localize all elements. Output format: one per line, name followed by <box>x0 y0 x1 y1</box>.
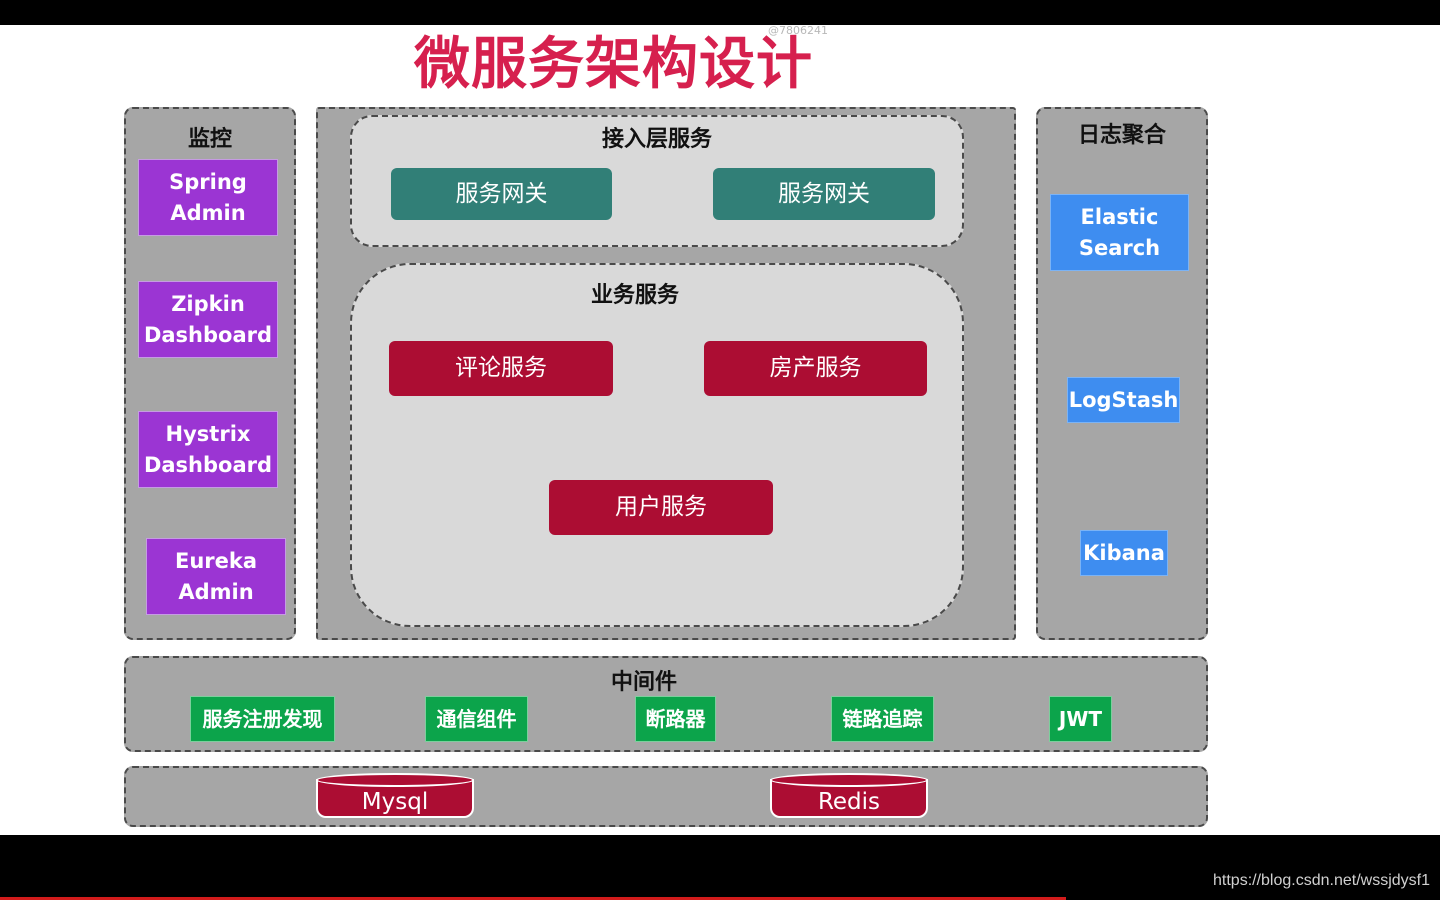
redis-cylinder-top <box>770 773 928 787</box>
watermark-text: @7806241 <box>768 24 828 37</box>
business-panel: 业务服务 <box>350 263 964 627</box>
property-service-box: 房产服务 <box>704 341 927 396</box>
storage-panel <box>124 766 1208 827</box>
service-discovery-box: 服务注册发现 <box>190 696 335 742</box>
zipkin-dashboard-box: Zipkin Dashboard <box>138 281 278 358</box>
page-title: 微服务架构设计 <box>414 32 813 97</box>
business-title: 业务服务 <box>590 283 679 308</box>
monitoring-title: 监控 <box>187 127 232 152</box>
hystrix-dashboard-box: Hystrix Dashboard <box>138 411 278 488</box>
video-progress-bar[interactable] <box>0 897 1066 900</box>
gateway-box-1: 服务网关 <box>391 168 612 220</box>
user-service-box: 用户服务 <box>549 480 773 535</box>
tracing-box: 链路追踪 <box>831 696 934 742</box>
elastic-search-box: Elastic Search <box>1050 194 1189 271</box>
mysql-cylinder-top <box>316 773 474 787</box>
access-layer-title: 接入层服务 <box>601 127 712 152</box>
gateway-box-2: 服务网关 <box>713 168 935 220</box>
spring-admin-box: Spring Admin <box>138 159 278 236</box>
circuit-breaker-box: 断路器 <box>635 696 716 742</box>
jwt-box: JWT <box>1049 696 1112 742</box>
eureka-admin-box: Eureka Admin <box>146 538 286 615</box>
communication-box: 通信组件 <box>425 696 528 742</box>
logging-title: 日志聚合 <box>1077 123 1166 148</box>
source-url: https://blog.csdn.net/wssjdysf1 <box>1213 872 1430 889</box>
kibana-box: Kibana <box>1080 530 1168 576</box>
middleware-title: 中间件 <box>610 670 677 695</box>
logstash-box: LogStash <box>1067 377 1180 423</box>
comment-service-box: 评论服务 <box>389 341 613 396</box>
